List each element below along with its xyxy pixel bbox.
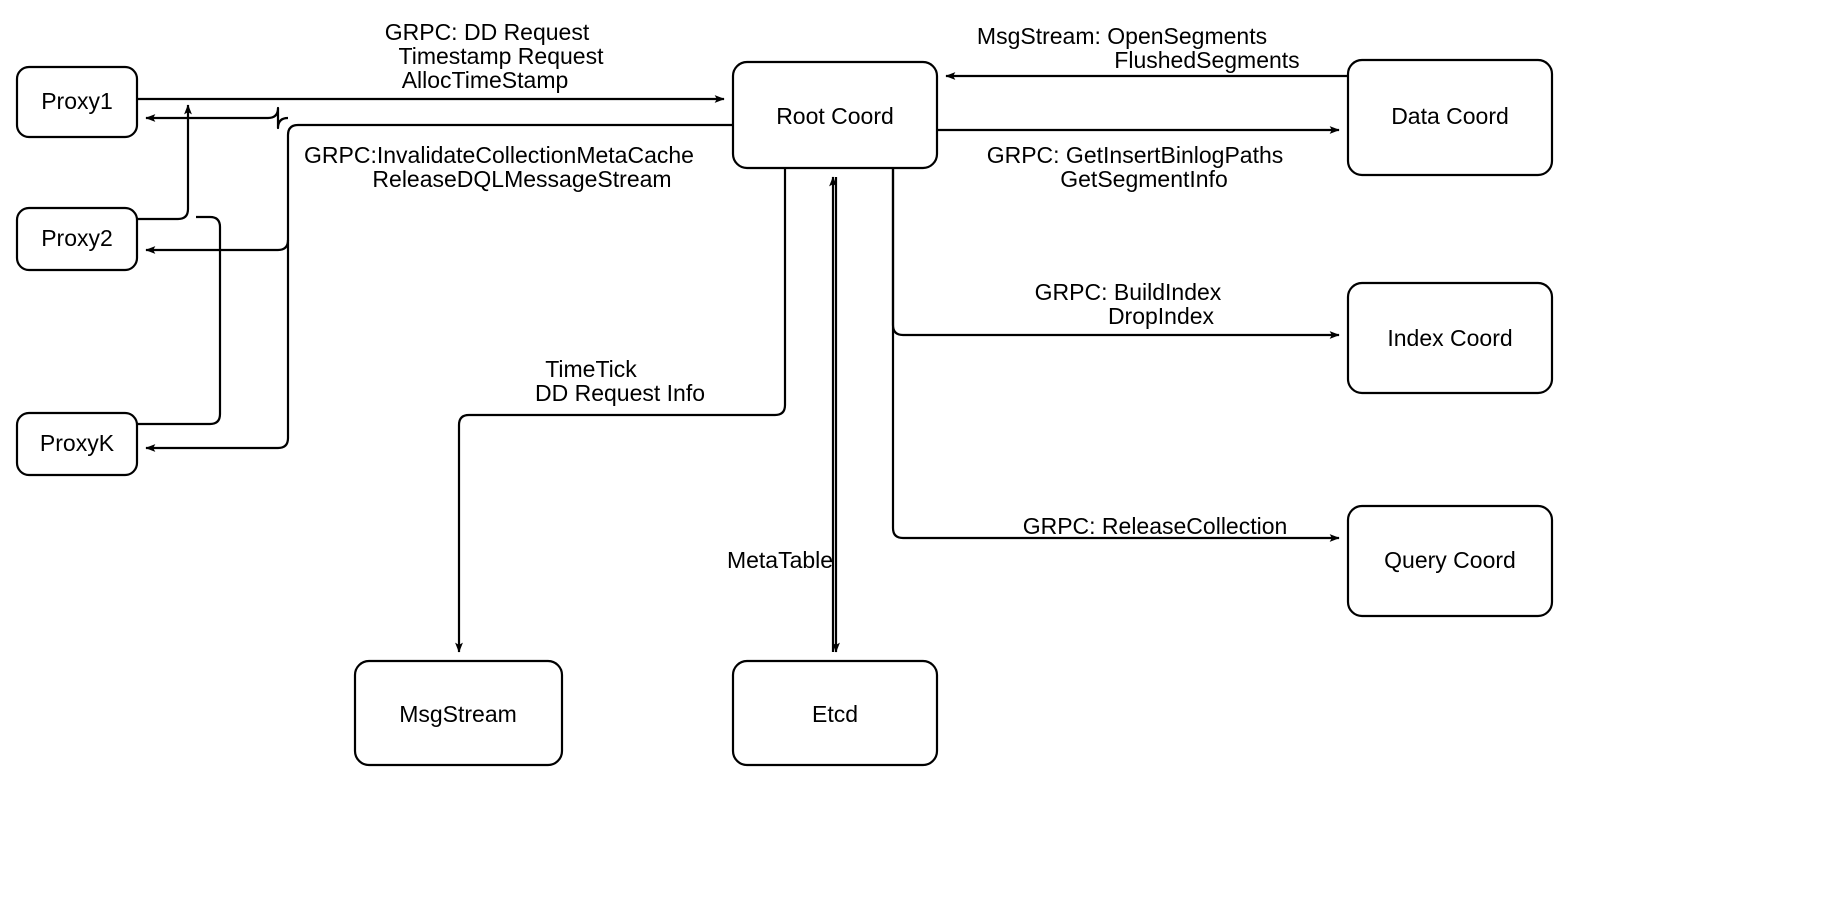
edge-rootcoord-to-querycoord [891,168,1340,542]
label-invalidate-collection-meta-cache: GRPC:InvalidateCollectionMetaCache [304,142,694,168]
node-proxy1-shape[interactable] [15,65,139,139]
node-querycoord-shape[interactable] [1346,504,1554,618]
label-release-dql-message-stream: ReleaseDQLMessageStream [372,166,671,192]
node-msgstream-label: MsgStream [399,701,517,727]
label-grpc-dd-request: GRPC: DD Request [385,19,590,45]
node-proxyk[interactable]: ProxyK [15,411,139,477]
edge-label-rootcoord-to-msgstream: TimeTick DD Request Info [535,356,705,406]
label-timetick: TimeTick [545,356,637,382]
edge-label-rootcoord-to-querycoord: GRPC: ReleaseCollection [1023,513,1288,539]
edge-proxyk-to-bus [137,215,222,426]
node-rootcoord[interactable]: Root Coord [731,60,939,170]
node-proxy2-label: Proxy2 [41,225,113,251]
node-rootcoord-shape[interactable] [731,60,939,170]
node-indexcoord-label: Index Coord [1387,325,1512,351]
edge-rootcoord-to-proxy1 [145,106,289,130]
node-rootcoord-label: Root Coord [776,103,894,129]
label-dd-request-info: DD Request Info [535,380,705,406]
node-proxy1-label: Proxy1 [41,88,113,114]
node-proxy2-shape[interactable] [15,206,139,272]
label-grpc-build-index: GRPC: BuildIndex [1035,279,1222,305]
node-datacoord[interactable]: Data Coord [1346,58,1554,177]
node-indexcoord[interactable]: Index Coord [1346,281,1554,395]
label-msgstream-open-segments: MsgStream: OpenSegments [977,23,1267,49]
node-proxy1[interactable]: Proxy1 [15,65,139,139]
node-datacoord-shape[interactable] [1346,58,1554,177]
edge-label-datacoord-to-rootcoord: MsgStream: OpenSegments FlushedSegments [977,23,1300,73]
edge-rootcoord-to-proxyk [145,123,733,452]
label-get-segment-info: GetSegmentInfo [1060,166,1228,192]
edge-label-proxy-to-rootcoord: GRPC: DD Request Timestamp Request Alloc… [385,19,604,93]
edge-label-rootcoord-to-indexcoord: GRPC: BuildIndex DropIndex [1035,279,1222,329]
edge-proxy2-to-bus [137,104,192,221]
node-proxyk-shape[interactable] [15,411,139,477]
node-indexcoord-shape[interactable] [1346,281,1554,395]
label-flushed-segments: FlushedSegments [1114,47,1299,73]
edge-label-rootcoord-to-datacoord: GRPC: GetInsertBinlogPaths GetSegmentInf… [987,142,1284,192]
node-proxy2[interactable]: Proxy2 [15,206,139,272]
node-etcd[interactable]: Etcd [731,659,939,767]
label-grpc-get-insert-binlog-paths: GRPC: GetInsertBinlogPaths [987,142,1284,168]
edge-label-rootcoord-to-proxies: GRPC:InvalidateCollectionMetaCache Relea… [304,142,694,192]
node-etcd-label: Etcd [812,701,858,727]
label-timestamp-request: Timestamp Request [399,43,605,69]
node-msgstream[interactable]: MsgStream [353,659,564,767]
edge-label-rootcoord-to-etcd: MetaTable [727,547,833,573]
edge-rootcoord-to-msgstream [455,168,787,653]
edge-rootcoord-to-proxy2 [145,239,290,254]
node-querycoord[interactable]: Query Coord [1346,504,1554,618]
node-etcd-shape[interactable] [731,659,939,767]
node-datacoord-label: Data Coord [1391,103,1509,129]
node-querycoord-label: Query Coord [1384,547,1516,573]
label-metatable: MetaTable [727,547,833,573]
node-msgstream-shape[interactable] [353,659,564,767]
label-grpc-release-collection: GRPC: ReleaseCollection [1023,513,1288,539]
node-proxyk-label: ProxyK [40,430,115,456]
label-alloc-timestamp: AllocTimeStamp [402,67,569,93]
label-drop-index: DropIndex [1108,303,1215,329]
